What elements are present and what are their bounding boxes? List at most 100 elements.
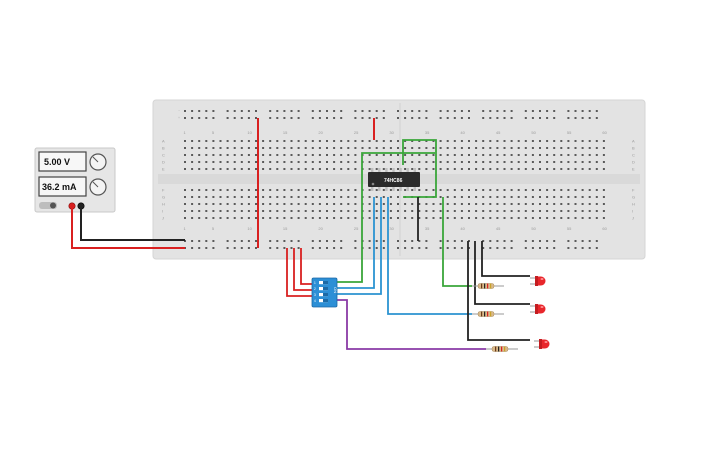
terminal-hole[interactable] [326, 154, 328, 156]
terminal-hole[interactable] [283, 161, 286, 163]
terminal-hole[interactable] [475, 140, 478, 142]
rail-hole[interactable] [247, 117, 250, 119]
terminal-hole[interactable] [205, 154, 208, 156]
terminal-hole[interactable] [191, 161, 194, 163]
terminal-hole[interactable] [382, 161, 385, 163]
terminal-hole[interactable] [482, 140, 485, 142]
terminal-hole[interactable] [304, 210, 307, 212]
terminal-hole[interactable] [496, 203, 499, 205]
terminal-hole[interactable] [539, 203, 541, 205]
wire-dip-blue-2[interactable] [337, 197, 382, 295]
terminal-hole[interactable] [432, 168, 435, 170]
rail-hole[interactable] [595, 117, 598, 119]
terminal-hole[interactable] [276, 217, 279, 219]
terminal-hole[interactable] [212, 210, 215, 212]
terminal-hole[interactable] [517, 189, 520, 191]
terminal-hole[interactable] [475, 210, 478, 212]
terminal-hole[interactable] [517, 147, 520, 149]
terminal-hole[interactable] [262, 210, 265, 212]
terminal-hole[interactable] [425, 168, 428, 170]
rail-hole[interactable] [226, 117, 229, 119]
terminal-hole[interactable] [595, 161, 598, 163]
rail-hole[interactable] [503, 110, 506, 112]
terminal-hole[interactable] [326, 168, 328, 170]
rail-hole[interactable] [468, 247, 470, 249]
terminal-hole[interactable] [233, 203, 236, 205]
rail-hole[interactable] [276, 240, 279, 242]
terminal-hole[interactable] [574, 217, 577, 219]
terminal-hole[interactable] [219, 161, 222, 163]
terminal-hole[interactable] [276, 189, 279, 191]
terminal-hole[interactable] [226, 140, 229, 142]
terminal-hole[interactable] [404, 161, 407, 163]
wire-dip-out-green[interactable] [337, 152, 435, 283]
terminal-hole[interactable] [290, 168, 293, 170]
terminal-hole[interactable] [368, 217, 371, 219]
terminal-hole[interactable] [425, 203, 428, 205]
rail-hole[interactable] [375, 240, 378, 242]
terminal-hole[interactable] [205, 196, 208, 198]
terminal-hole[interactable] [496, 196, 499, 198]
terminal-hole[interactable] [524, 154, 527, 156]
terminal-hole[interactable] [517, 161, 520, 163]
terminal-hole[interactable] [496, 161, 499, 163]
terminal-hole[interactable] [475, 217, 478, 219]
terminal-hole[interactable] [184, 161, 186, 163]
terminal-hole[interactable] [397, 189, 399, 191]
terminal-hole[interactable] [602, 210, 605, 212]
wire-psu-positive[interactable] [71, 206, 185, 249]
led[interactable] [530, 276, 546, 286]
rail-hole[interactable] [446, 240, 449, 242]
terminal-hole[interactable] [290, 217, 293, 219]
terminal-hole[interactable] [368, 196, 371, 198]
terminal-hole[interactable] [439, 210, 442, 212]
terminal-hole[interactable] [184, 147, 186, 149]
terminal-hole[interactable] [446, 161, 449, 163]
terminal-hole[interactable] [468, 203, 470, 205]
terminal-hole[interactable] [219, 140, 222, 142]
terminal-hole[interactable] [510, 189, 513, 191]
rail-hole[interactable] [297, 240, 300, 242]
terminal-hole[interactable] [333, 210, 336, 212]
terminal-hole[interactable] [581, 196, 584, 198]
terminal-hole[interactable] [340, 168, 343, 170]
terminal-hole[interactable] [503, 147, 506, 149]
rail-hole[interactable] [297, 110, 300, 112]
terminal-hole[interactable] [389, 196, 392, 198]
terminal-hole[interactable] [247, 210, 250, 212]
terminal-hole[interactable] [297, 154, 300, 156]
terminal-hole[interactable] [560, 203, 563, 205]
rail-hole[interactable] [425, 240, 428, 242]
terminal-hole[interactable] [240, 161, 243, 163]
terminal-hole[interactable] [546, 161, 549, 163]
terminal-hole[interactable] [198, 189, 201, 191]
rail-hole[interactable] [425, 117, 428, 119]
rail-hole[interactable] [205, 240, 208, 242]
terminal-hole[interactable] [517, 196, 520, 198]
breadboard-holes[interactable] [184, 110, 605, 249]
terminal-hole[interactable] [233, 217, 236, 219]
terminal-hole[interactable] [233, 168, 236, 170]
terminal-hole[interactable] [489, 203, 492, 205]
terminal-hole[interactable] [581, 217, 584, 219]
wire-chip-blue-out[interactable] [387, 197, 472, 315]
rail-hole[interactable] [482, 117, 485, 119]
terminal-hole[interactable] [276, 140, 279, 142]
rail-hole[interactable] [489, 117, 492, 119]
terminal-hole[interactable] [297, 161, 300, 163]
terminal-hole[interactable] [276, 203, 279, 205]
rail-hole[interactable] [340, 247, 343, 249]
terminal-hole[interactable] [567, 217, 570, 219]
terminal-hole[interactable] [240, 217, 243, 219]
terminal-hole[interactable] [411, 147, 414, 149]
terminal-hole[interactable] [318, 217, 321, 219]
terminal-hole[interactable] [411, 161, 414, 163]
terminal-hole[interactable] [198, 168, 201, 170]
wire-led-gnd-1[interactable] [481, 241, 530, 277]
terminal-hole[interactable] [326, 189, 328, 191]
rail-hole[interactable] [311, 247, 314, 249]
terminal-hole[interactable] [255, 147, 257, 149]
terminal-hole[interactable] [539, 140, 541, 142]
rail-hole[interactable] [297, 117, 300, 119]
terminal-hole[interactable] [524, 196, 527, 198]
